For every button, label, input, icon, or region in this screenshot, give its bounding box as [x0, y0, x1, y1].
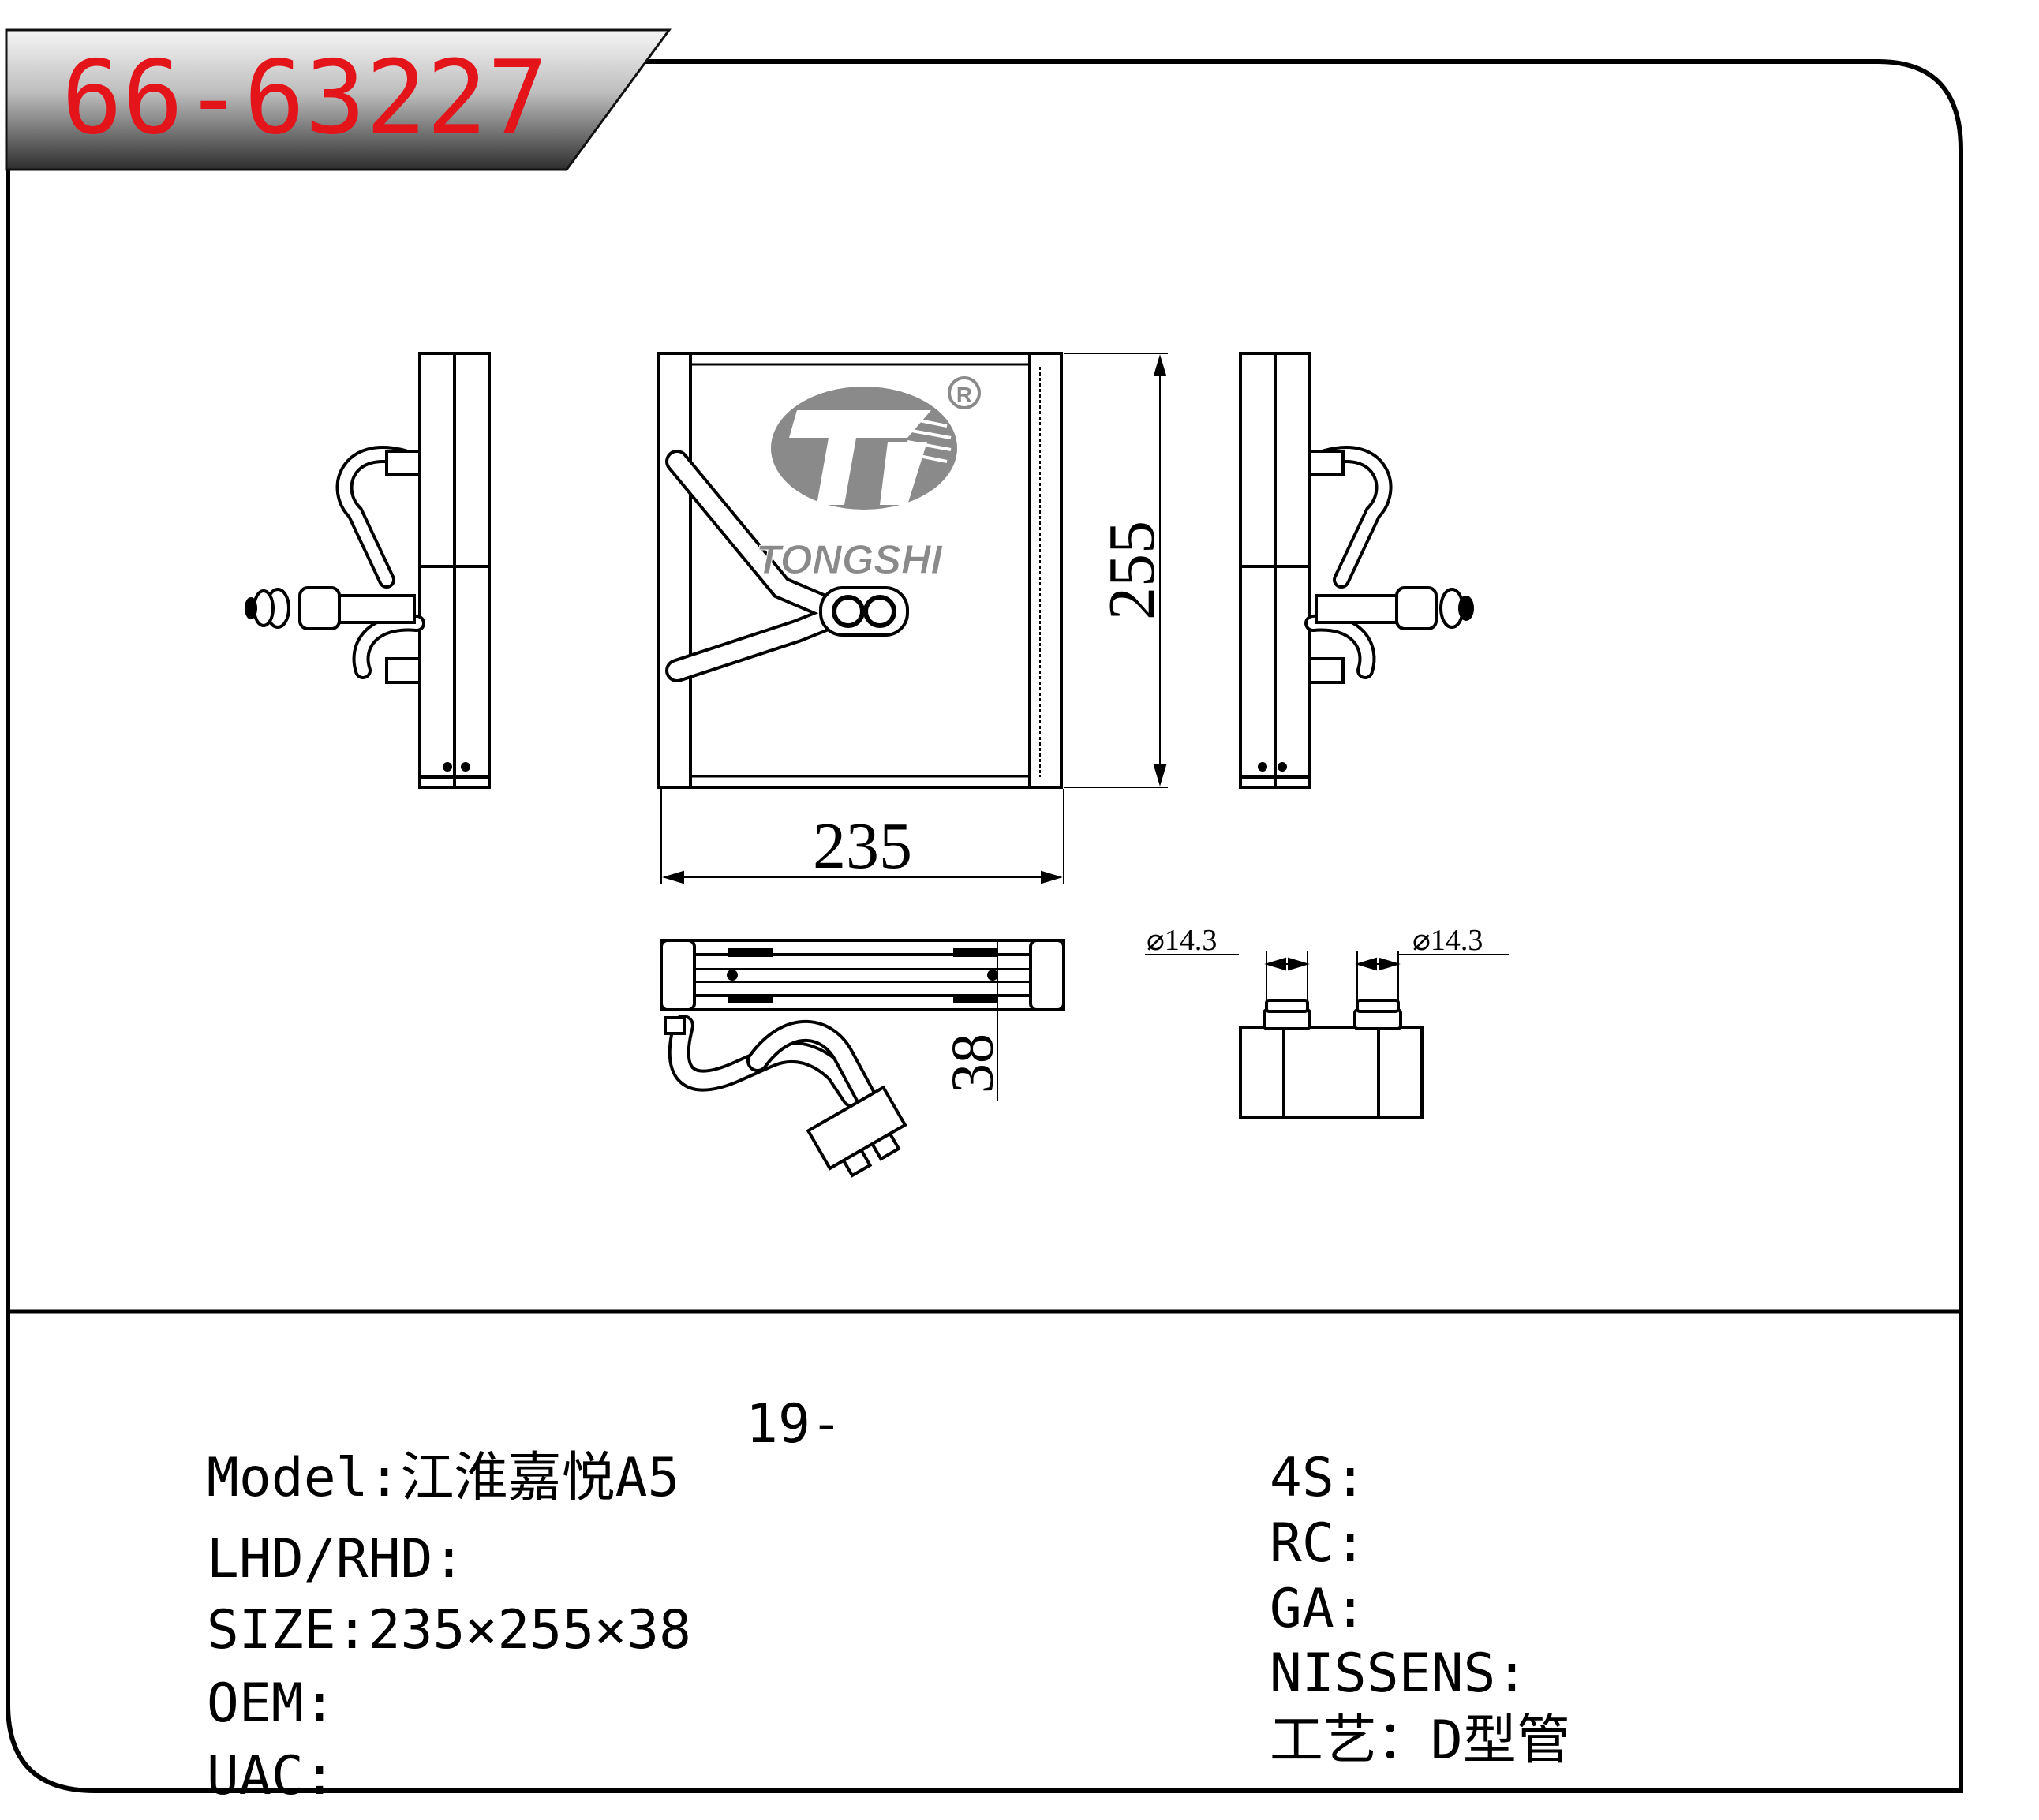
brand-name: TONGSHI — [756, 537, 944, 583]
spec-label: 4S: — [1269, 1447, 1367, 1509]
spec-model-row: Model:江淮嘉悦A5 — [142, 1398, 680, 1505]
spec-value: D型管 — [1430, 1710, 1570, 1772]
registered-mark-icon — [948, 376, 981, 409]
connector-view — [1239, 999, 1424, 1119]
spec-value: 江淮嘉悦A5 — [400, 1447, 680, 1509]
dim-width-label: 235 — [813, 809, 912, 883]
right-side-view — [1239, 352, 1474, 789]
spec-rc-row: RC: — [1205, 1463, 1367, 1571]
spec-label: UAC: — [206, 1745, 336, 1807]
spec-size-row: SIZE:235×255×38 — [142, 1550, 691, 1657]
dim-height-label: 255 — [1095, 521, 1169, 620]
svg-text:R: R — [956, 383, 972, 407]
spec-label: Model: — [206, 1447, 401, 1509]
left-side-view — [245, 352, 491, 789]
top-view — [660, 939, 1065, 1178]
dim-depth-label: 38 — [940, 1033, 1006, 1093]
spec-ga-row: GA: — [1205, 1529, 1367, 1636]
front-view: R TONGSHI — [657, 352, 1063, 789]
spec-label: OEM: — [206, 1672, 336, 1735]
spec-label: GA: — [1269, 1578, 1367, 1640]
spec-nissens-row: NISSENS: — [1205, 1594, 1528, 1701]
spec-label: RC: — [1269, 1512, 1367, 1575]
spec-4s-row: 4S: — [1205, 1398, 1367, 1505]
spec-lhd-rhd-row: LHD/RHD: — [142, 1479, 466, 1586]
spec-label: 工艺： — [1269, 1710, 1431, 1772]
spec-label: NISSENS: — [1269, 1642, 1528, 1705]
sheet-border — [6, 59, 1963, 1793]
dimension-lines — [660, 353, 1509, 1101]
spec-uac-row: UAC: — [142, 1696, 336, 1803]
spec-oem-row: OEM: — [142, 1624, 336, 1731]
spec-process-row: 工艺：D型管 — [1205, 1661, 1570, 1768]
tongshi-logo: R TONGSHI — [756, 376, 981, 584]
dim-pipe-left-label: ⌀14.3 — [1147, 924, 1217, 957]
spec-label: LHD/RHD: — [206, 1528, 466, 1590]
spec-label: SIZE: — [206, 1599, 369, 1661]
spec-value: 235×255×38 — [368, 1599, 691, 1661]
part-code-banner: 66-63227 — [5, 28, 672, 171]
part-code: 66-63227 — [62, 39, 548, 157]
spec-model-year: 19- — [746, 1393, 843, 1456]
dim-pipe-right-label: ⌀14.3 — [1412, 924, 1483, 957]
